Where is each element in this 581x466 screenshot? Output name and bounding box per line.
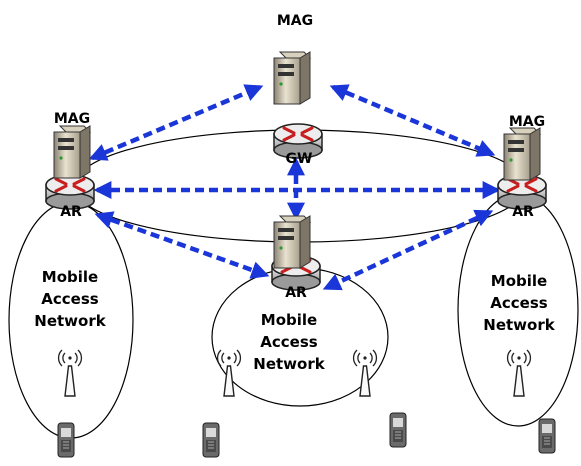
ar-center-label: AR: [285, 285, 307, 301]
mag-right-label: MAG: [509, 114, 545, 130]
mobile-phone-icon: [57, 422, 75, 458]
ar-right-label: AR: [512, 204, 534, 220]
server-icon: [503, 127, 541, 181]
gw-label: GW: [286, 151, 313, 167]
server-icon: [273, 51, 311, 105]
network-left-line-2: Access: [41, 290, 98, 308]
dashed-double-arrow-icon: [88, 84, 501, 291]
tunnel-center-right: [322, 209, 494, 291]
tunnel-top-left: [88, 84, 264, 161]
network-center-line-1: Mobile: [261, 311, 317, 329]
mag-left-label: MAG: [54, 111, 90, 127]
mobile-phone-icon: [389, 412, 407, 448]
antenna-icon: [57, 349, 83, 397]
mobile-phone-icon: [202, 422, 220, 458]
network-center-line-3: Network: [253, 355, 325, 373]
server-icon: [273, 215, 311, 269]
network-left-line-1: Mobile: [42, 268, 98, 286]
antenna-icon: [216, 349, 242, 397]
server-icon: [53, 125, 91, 179]
network-right-line-2: Access: [490, 294, 547, 312]
network-right-line-3: Network: [483, 316, 555, 334]
mag-top-label: MAG: [277, 13, 313, 29]
ar-left-label: AR: [60, 204, 82, 220]
network-right-line-1: Mobile: [491, 272, 547, 290]
antenna-icon: [506, 349, 532, 397]
network-center-line-2: Access: [260, 333, 317, 351]
tunnel-left-center: [94, 211, 270, 279]
mobile-phone-icon: [538, 418, 556, 454]
tunnel-top-right: [329, 84, 496, 157]
network-left-line-3: Network: [34, 312, 106, 330]
